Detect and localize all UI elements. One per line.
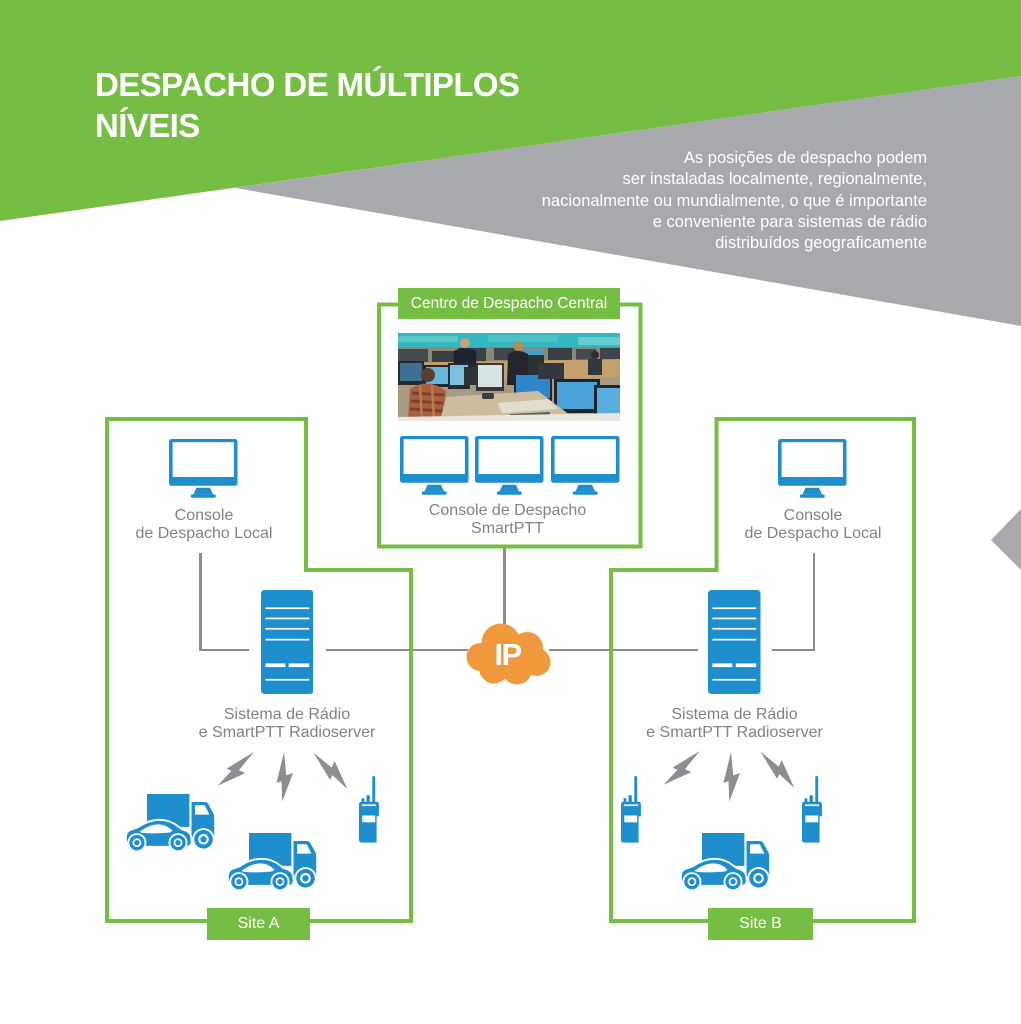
svg-text:IP: IP <box>494 637 521 672</box>
